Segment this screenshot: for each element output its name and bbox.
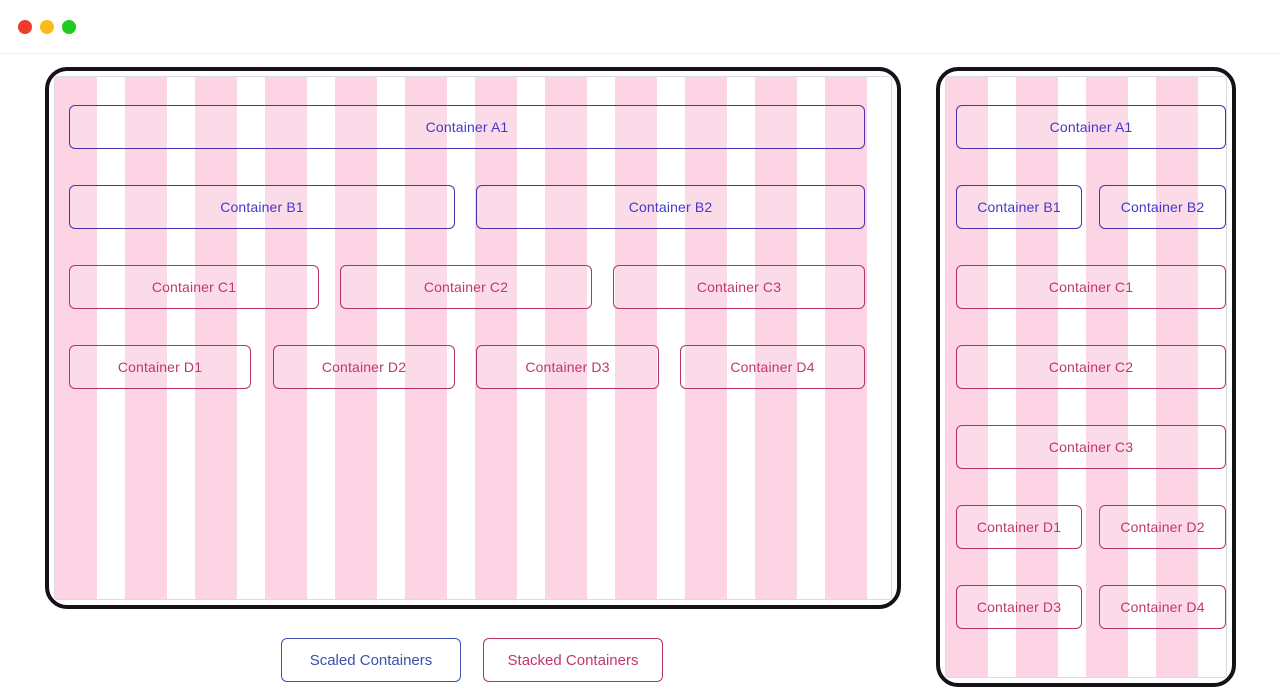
scaled-container-c3[interactable]: Container C3 — [613, 265, 865, 309]
stacked-container-b2-label: Container B2 — [1120, 199, 1205, 215]
stacked-container-b1-label: Container B1 — [977, 199, 1061, 215]
stacked-container-c1-label: Container C1 — [1048, 279, 1134, 295]
stacked-containers-button[interactable]: Stacked Containers — [483, 638, 663, 682]
scaled-container-b1[interactable]: Container B1 — [69, 185, 455, 229]
stacked-container-d4-label: Container D4 — [1120, 599, 1205, 615]
stacked-container-d3[interactable]: Container D3 — [956, 585, 1082, 629]
stacked-container-d4[interactable]: Container D4 — [1099, 585, 1226, 629]
stacked-container-c2-label: Container C2 — [1048, 359, 1134, 375]
scaled-container-a1-label: Container A1 — [425, 119, 509, 135]
scaled-container-d2[interactable]: Container D2 — [273, 345, 455, 389]
stacked-container-d3-label: Container D3 — [976, 599, 1062, 615]
mode-button-row: Scaled Containers Stacked Containers — [281, 638, 663, 682]
stacked-container-b1[interactable]: Container B1 — [956, 185, 1082, 229]
scaled-container-d3-label: Container D3 — [525, 359, 610, 375]
scaled-containers-panel: Container A1 Container B1 Container B2 C… — [45, 67, 901, 609]
scaled-container-d4-label: Container D4 — [730, 359, 815, 375]
stacked-container-c3[interactable]: Container C3 — [956, 425, 1226, 469]
scaled-container-c1[interactable]: Container C1 — [69, 265, 319, 309]
scaled-container-c1-label: Container C1 — [151, 279, 237, 295]
stacked-container-c3-label: Container C3 — [1048, 439, 1134, 455]
stacked-container-d2-label: Container D2 — [1120, 519, 1205, 535]
stacked-container-b2[interactable]: Container B2 — [1099, 185, 1226, 229]
stacked-container-a1[interactable]: Container A1 — [956, 105, 1226, 149]
stacked-container-d2[interactable]: Container D2 — [1099, 505, 1226, 549]
stacked-container-d1-label: Container D1 — [976, 519, 1062, 535]
scaled-containers-button[interactable]: Scaled Containers — [281, 638, 461, 682]
scaled-container-c2[interactable]: Container C2 — [340, 265, 592, 309]
scaled-container-d4[interactable]: Container D4 — [680, 345, 865, 389]
stacked-container-a1-label: Container A1 — [1049, 119, 1133, 135]
stacked-container-c1[interactable]: Container C1 — [956, 265, 1226, 309]
scaled-container-b2-label: Container B2 — [628, 199, 713, 215]
scaled-container-c2-label: Container C2 — [423, 279, 509, 295]
scaled-container-d1-label: Container D1 — [117, 359, 203, 375]
scaled-container-d2-label: Container D2 — [321, 359, 407, 375]
scaled-container-b1-label: Container B1 — [220, 199, 304, 215]
scaled-container-d3[interactable]: Container D3 — [476, 345, 659, 389]
minimize-window-icon[interactable] — [40, 20, 54, 34]
scaled-container-b2[interactable]: Container B2 — [476, 185, 865, 229]
stacked-containers-panel: Container A1 Container B1 Container B2 C… — [936, 67, 1236, 687]
scaled-container-d1[interactable]: Container D1 — [69, 345, 251, 389]
maximize-window-icon[interactable] — [62, 20, 76, 34]
close-window-icon[interactable] — [18, 20, 32, 34]
traffic-lights — [18, 20, 76, 34]
scaled-container-a1[interactable]: Container A1 — [69, 105, 865, 149]
scaled-panel-stripes: Container A1 Container B1 Container B2 C… — [54, 76, 892, 600]
scaled-container-c3-label: Container C3 — [696, 279, 782, 295]
page-body: Container A1 Container B1 Container B2 C… — [0, 55, 1280, 699]
stacked-container-c2[interactable]: Container C2 — [956, 345, 1226, 389]
stacked-container-d1[interactable]: Container D1 — [956, 505, 1082, 549]
stacked-panel-stripes: Container A1 Container B1 Container B2 C… — [945, 76, 1227, 678]
window-titlebar — [0, 0, 1280, 54]
